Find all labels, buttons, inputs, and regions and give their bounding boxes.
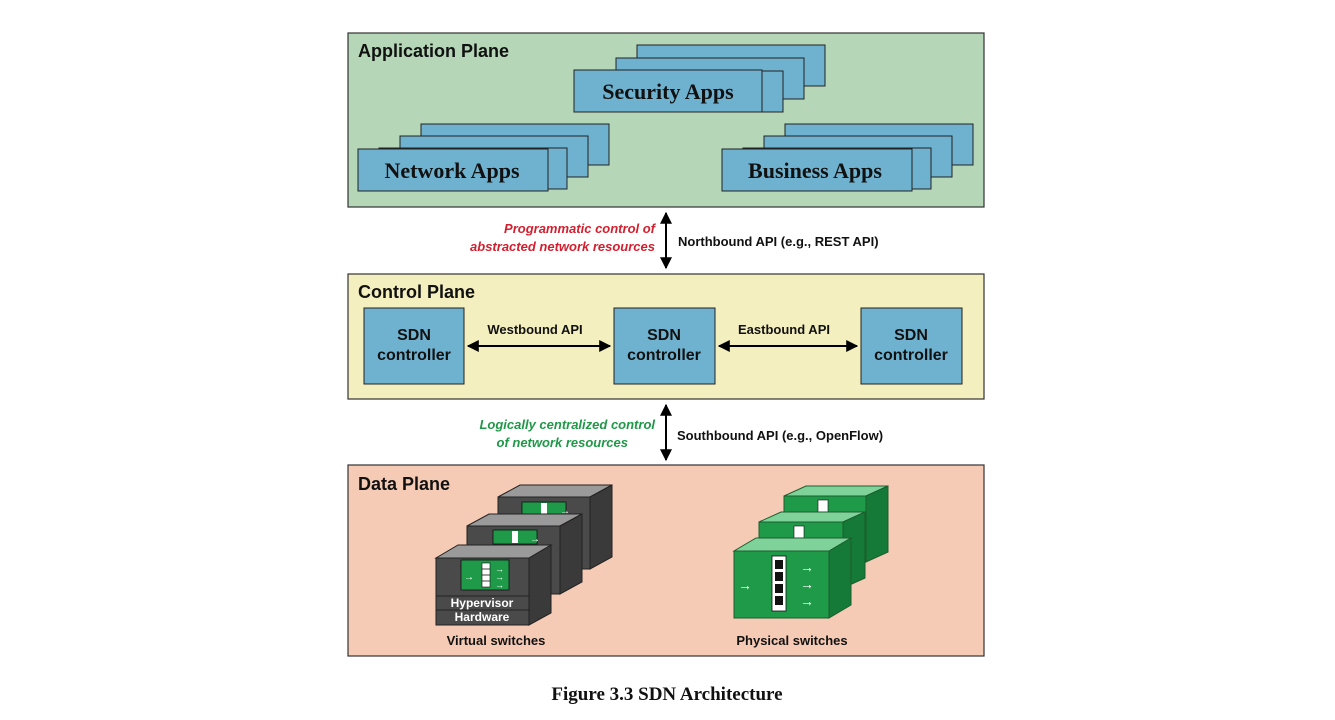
data-plane: Data Plane → → <box>347 464 985 657</box>
security-apps-label: Security Apps <box>602 79 734 104</box>
svg-text:→: → <box>800 576 814 592</box>
sdn-controller-left: SDN controller <box>363 307 465 385</box>
svg-text:→: → <box>495 580 504 590</box>
svg-text:→: → <box>738 577 752 593</box>
app-card-front <box>573 69 763 113</box>
controller-line1: SDN <box>894 327 928 344</box>
controller-line1: SDN <box>397 327 431 344</box>
sdn-controller-center: SDN controller <box>613 307 716 385</box>
svg-text:→: → <box>495 564 504 574</box>
data-plane-title: Data Plane <box>358 474 450 494</box>
northbound-interface: Programmatic control of abstracted netwo… <box>470 211 879 270</box>
controller-line1: SDN <box>647 327 681 344</box>
control-plane: Control Plane SDN controller SDN control… <box>347 273 985 400</box>
hardware-label: Hardware <box>455 610 510 624</box>
physical-switches-label: Physical switches <box>736 633 847 648</box>
northbound-note-line2: abstracted network resources <box>470 239 655 254</box>
virtual-switches-illustration: → → → → → <box>434 484 613 626</box>
network-apps-stack: Network Apps <box>357 123 610 192</box>
controller-line2: controller <box>377 347 451 364</box>
physical-switches-illustration: → → → → <box>732 485 889 619</box>
virtual-switch-cube-front: → → → → Hypervisor Hardware <box>434 544 553 626</box>
network-apps-label: Network Apps <box>384 158 520 183</box>
app-card-front <box>721 148 913 192</box>
hypervisor-label: Hypervisor <box>451 596 514 610</box>
business-apps-stack: Business Apps <box>721 123 974 192</box>
southbound-api-label: Southbound API (e.g., OpenFlow) <box>677 428 883 443</box>
controller-box <box>363 307 465 385</box>
svg-text:→: → <box>464 572 474 583</box>
svg-text:→: → <box>495 572 504 582</box>
southbound-note-line2: of network resources <box>497 435 629 450</box>
controller-box <box>613 307 716 385</box>
controller-line2: controller <box>874 347 948 364</box>
sdn-controller-right: SDN controller <box>860 307 963 385</box>
figure-caption: Figure 3.3 SDN Architecture <box>551 684 782 705</box>
northbound-api-label: Northbound API (e.g., REST API) <box>678 234 879 249</box>
application-plane: Application Plane Security Apps Network … <box>347 32 985 208</box>
virtual-switches-label: Virtual switches <box>447 633 546 648</box>
eastbound-api-label: Eastbound API <box>738 322 830 337</box>
app-card-front <box>357 148 549 192</box>
application-plane-title: Application Plane <box>358 41 509 61</box>
controller-line2: controller <box>627 347 701 364</box>
control-plane-title: Control Plane <box>358 282 475 302</box>
physical-switch-cube-front: → → → → <box>732 537 853 619</box>
controller-box <box>860 307 963 385</box>
southbound-note-line1: Logically centralized control <box>479 417 655 432</box>
southbound-interface: Logically centralized control of network… <box>479 403 883 462</box>
svg-text:→: → <box>800 593 814 609</box>
business-apps-label: Business Apps <box>748 158 882 183</box>
svg-text:→: → <box>560 506 570 517</box>
svg-text:→: → <box>530 534 540 545</box>
westbound-api-label: Westbound API <box>487 322 582 337</box>
northbound-note-line1: Programmatic control of <box>504 221 657 236</box>
svg-text:→: → <box>800 559 814 575</box>
security-apps-stack: Security Apps <box>573 44 826 113</box>
